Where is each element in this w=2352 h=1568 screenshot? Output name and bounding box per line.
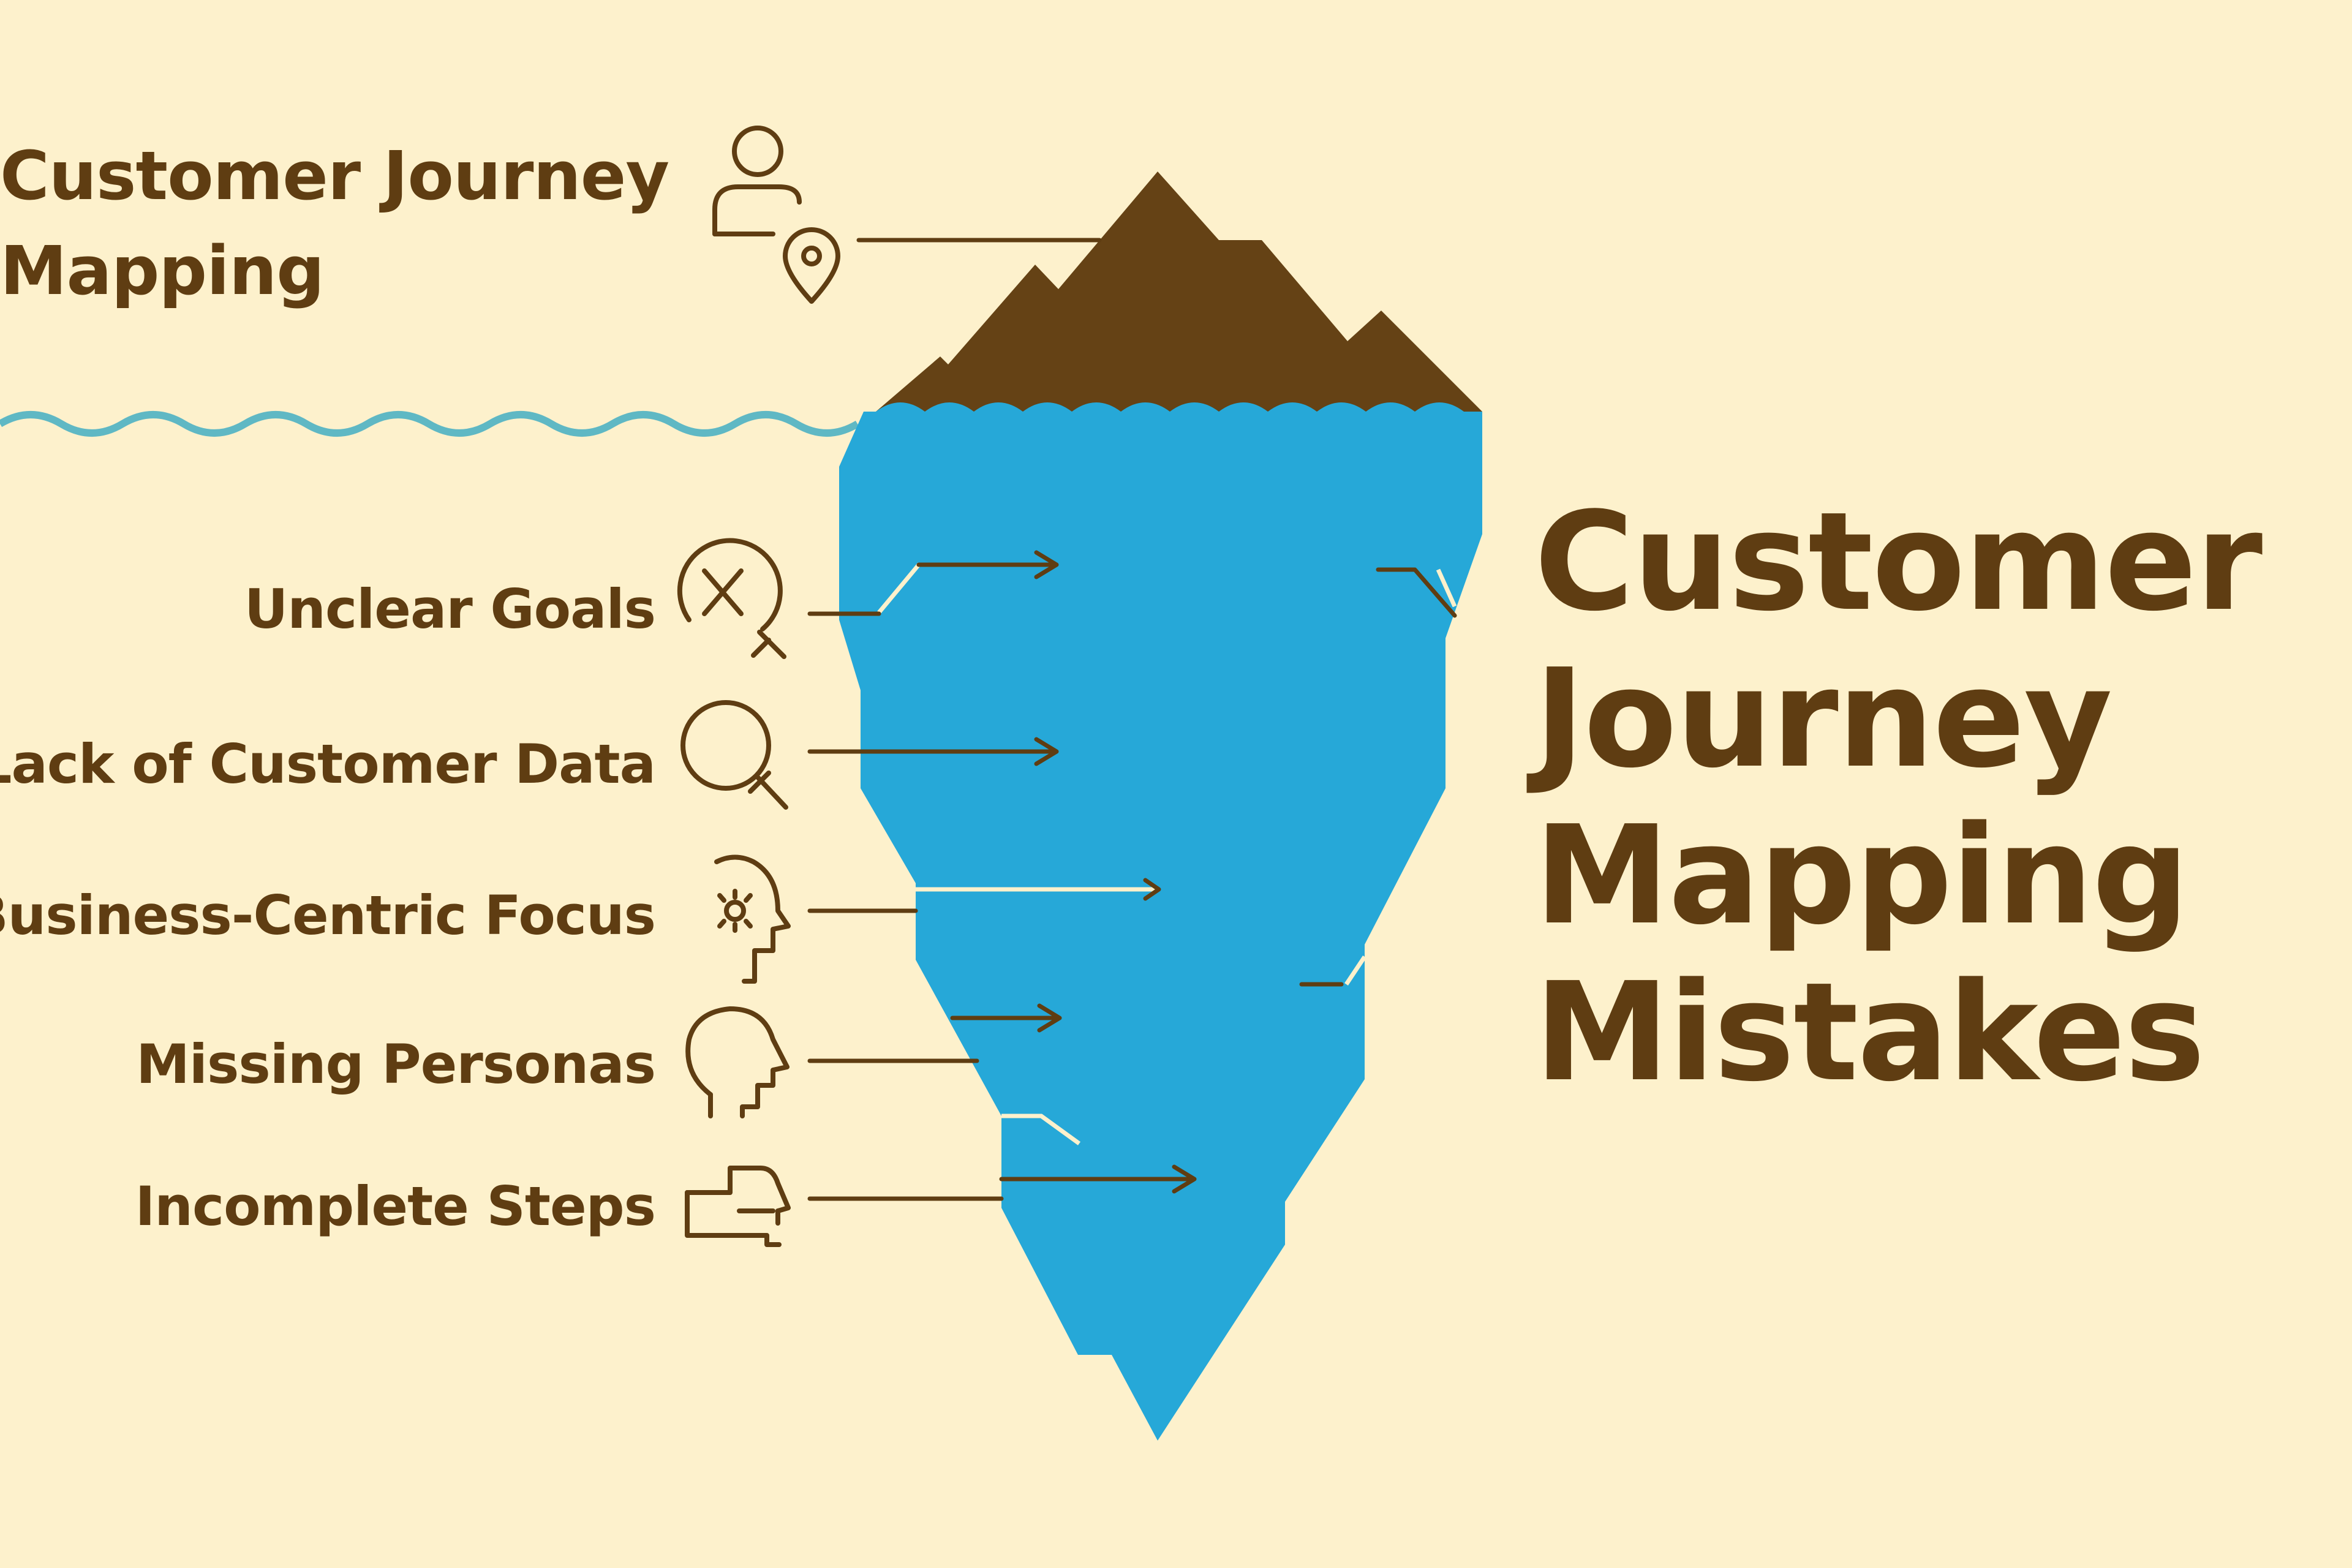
waterline [0,411,860,437]
magnifier-icon [680,700,788,810]
iceberg-tip-scallops [876,402,1482,412]
title-line-1: Customer [1534,483,2263,641]
head-gear-icon [714,854,791,984]
title-line-3: Mapping [1534,797,2190,955]
mistake-label-business-centric-focus: Business-Centric Focus [0,884,656,947]
top-label: Customer Journey Mapping [0,129,669,318]
connectors [807,238,1457,1201]
head-icon [685,1006,790,1118]
title-line-2: Journey [1534,640,2113,798]
user-location-icon [712,126,840,304]
iceberg-tip [876,172,1482,412]
mistake-label-incomplete-steps: Incomplete Steps [135,1175,656,1238]
unclear-goals-icon [677,538,786,659]
mistake-label-lack-of-customer-data: Lack of Customer Data [0,733,656,796]
iceberg-underwater [839,412,1482,1441]
top-label-line-1: Customer Journey [0,137,669,215]
top-label-line-2: Mapping [0,232,325,310]
title-line-4: Mistakes [1534,954,2205,1112]
page-title: Customer Journey Mapping Mistakes [1534,483,2263,1112]
steps-icon [685,1166,791,1247]
mistake-label-unclear-goals: Unclear Goals [244,578,656,641]
mistake-label-missing-personas: Missing Personas [136,1033,656,1096]
